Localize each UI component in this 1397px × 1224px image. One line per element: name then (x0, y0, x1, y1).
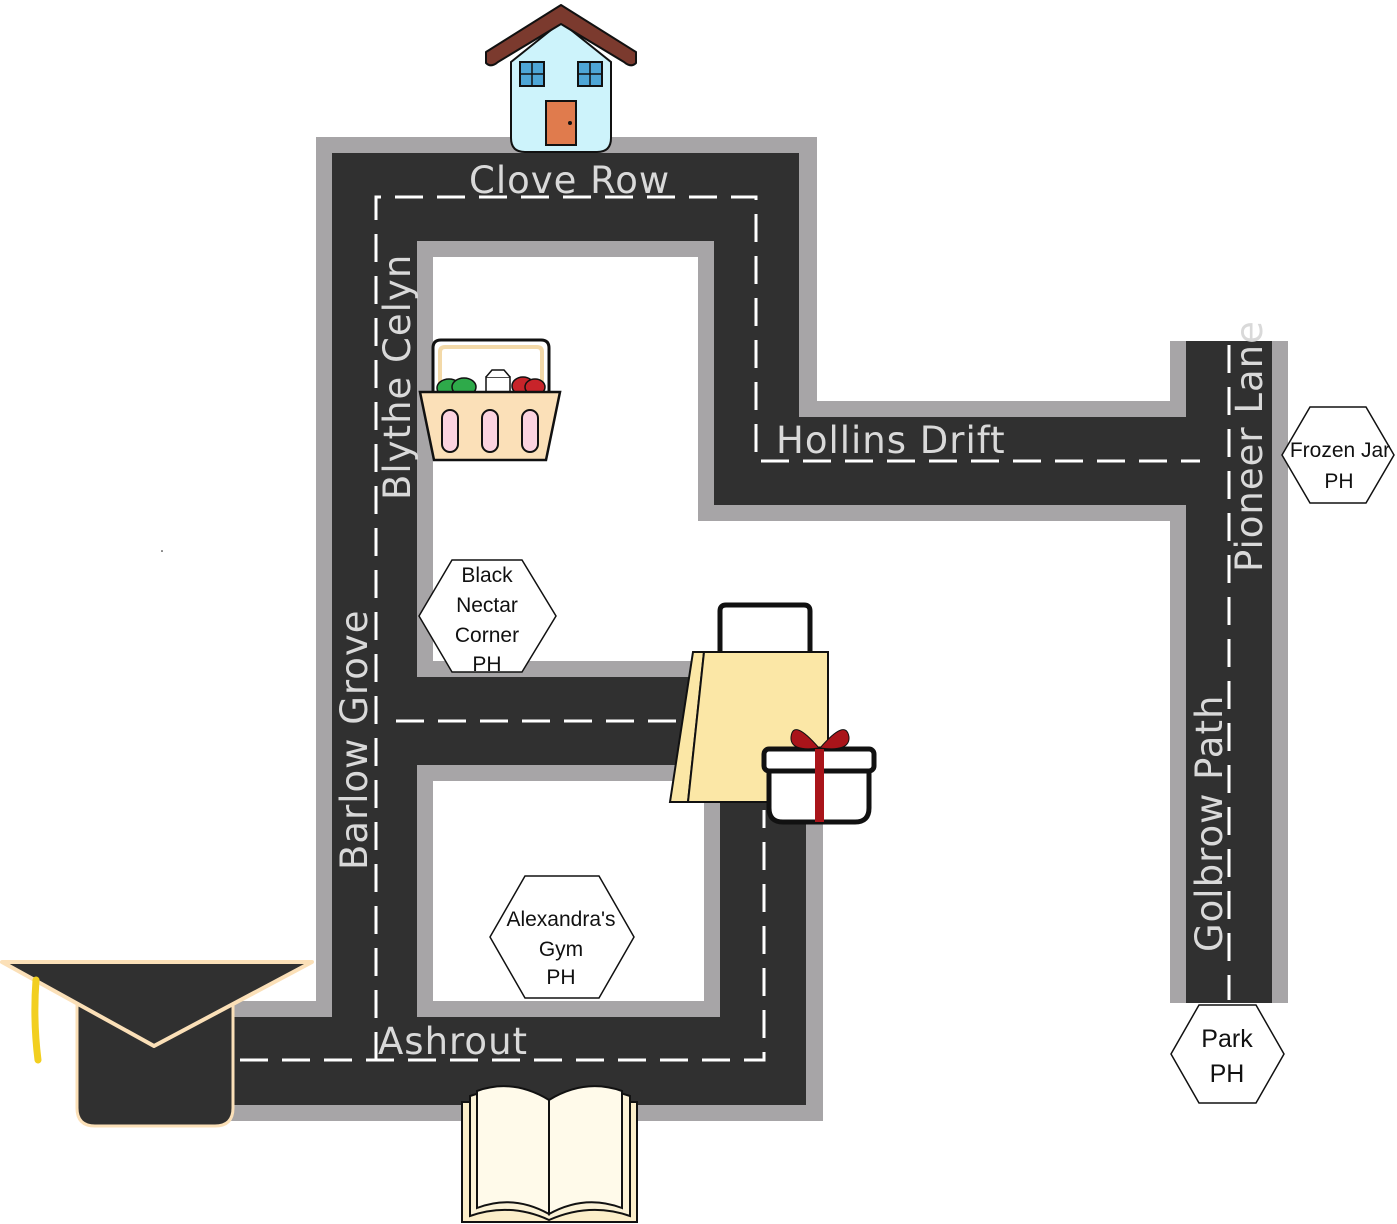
place-label-line: Gym (539, 938, 583, 961)
place-label-line: Park (1201, 1025, 1253, 1053)
hexagon-marker (1170, 1004, 1285, 1104)
stray-dot (161, 550, 163, 552)
place-label-line: Corner (455, 624, 519, 647)
grocery-basket-icon (418, 338, 562, 462)
street-label-hollins-drift: Hollins Drift (776, 419, 1006, 462)
place-label-line: Alexandra's (506, 908, 615, 931)
place-frozen-jar: Frozen Jar PH (1281, 406, 1395, 504)
graduation-cap-icon (0, 960, 314, 1128)
place-label-line: Black (461, 564, 513, 587)
frozen-jar-label-clip: Frozen Jar (1290, 439, 1390, 462)
lane-markings (240, 195, 1231, 1062)
house-icon (485, 4, 637, 153)
place-park: Park PH (1170, 1004, 1285, 1104)
place-label-line: PH (546, 966, 575, 989)
street-label-barlow-grove: Barlow Grove (333, 609, 376, 870)
place-label-line: PH (1324, 470, 1353, 493)
place-label-line: PH (1210, 1060, 1245, 1088)
place-alexandras-gym: Alexandra's Gym PH (489, 875, 635, 999)
street-label-pioneer-lane: Pioneer Lane (1228, 320, 1271, 572)
hexagon-marker (418, 559, 557, 673)
street-label-ashrout: Ashrout (378, 1020, 528, 1063)
street-label-golbrow-path: Golbrow Path (1188, 695, 1231, 952)
hexagon-marker (489, 875, 635, 999)
open-book-icon (461, 1085, 638, 1223)
place-label-line: PH (472, 653, 501, 676)
street-labels: Clove Row Hollins Drift Ashrout Blythe C… (333, 159, 1271, 1063)
place-label-line: Frozen Jar (1290, 439, 1390, 462)
place-label-line: Nectar (456, 594, 518, 617)
place-black-nectar-corner: Black Nectar Corner PH (418, 559, 557, 676)
street-label-blythe-celyn: Blythe Celyn (376, 254, 419, 500)
hexagon-marker (1281, 406, 1395, 504)
gift-icon (761, 729, 877, 825)
road-network (230, 137, 1288, 1121)
street-label-clove-row: Clove Row (469, 159, 670, 202)
